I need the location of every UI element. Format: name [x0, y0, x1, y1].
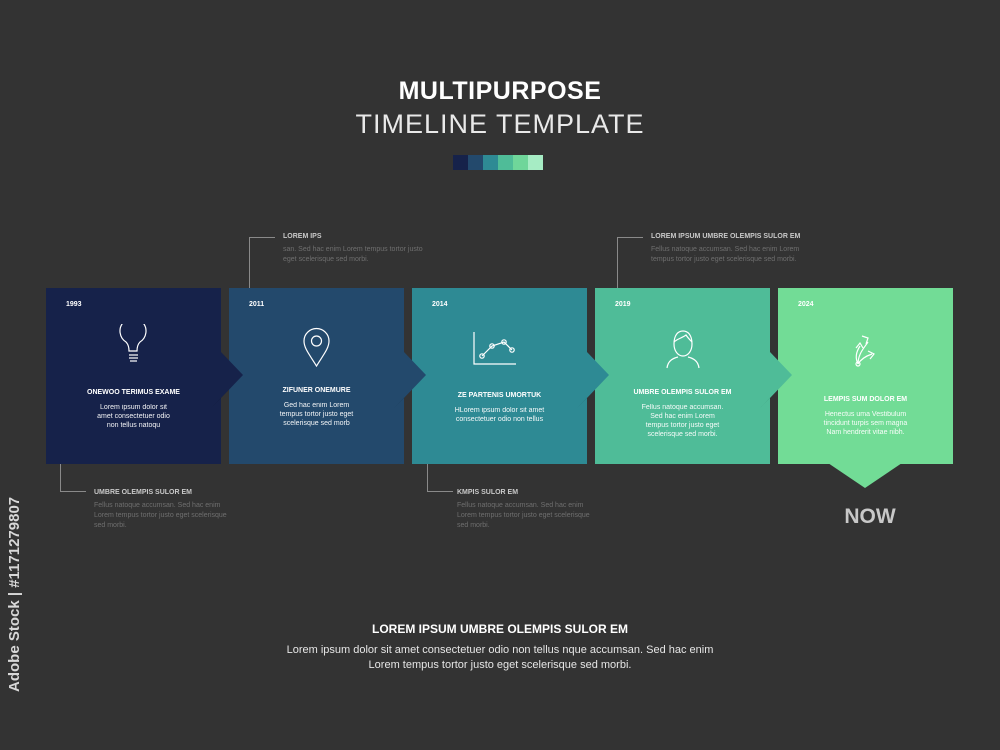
step-body-line: consectetuer odio non tellus: [455, 416, 544, 423]
callout-top-right: LOREM IPSUM UMBRE OLEMPIS SULOR EM Fellu…: [651, 233, 851, 265]
step-body: Fellus natoque accumsan. Sed hac enim Lor…: [620, 403, 745, 439]
callout-body-line: Lorem tempus tortor justo eget scelerisq…: [457, 512, 590, 519]
footer-body: Lorem ipsum dolor sit amet consectetuer …: [286, 644, 714, 671]
step-body: Lorem ipsum dolor sit amet consectetuer o…: [71, 403, 196, 430]
step-arrow: [770, 352, 792, 398]
callout-body-line: Fellus natoque accumsan. Sed hac enim: [457, 502, 584, 509]
step-body-line: Ged hac enim Lorem: [283, 402, 350, 409]
step-body-line: tincidunt turpis sem magna: [823, 420, 908, 427]
callout-body-line: sed morbi.: [457, 522, 490, 529]
callout-line: [249, 237, 250, 289]
callout-line: [60, 491, 86, 492]
step-body-line: Nam hendrerit vitae nibh.: [826, 429, 905, 436]
step-arrow: [221, 352, 243, 398]
color-swatches: [453, 155, 543, 170]
step-body-line: Fellus natoque accumsan.: [641, 404, 724, 411]
step-title: LEMPIS SUM DOLOR EM: [823, 396, 908, 403]
callout-title: LOREM IPS: [283, 233, 322, 240]
step-body-line: tempus tortor justo eget: [279, 411, 354, 418]
step-body-line: Henectus uma Vestibulum: [824, 411, 907, 418]
color-swatch: [468, 155, 483, 170]
step-year: 2014: [432, 301, 448, 308]
step-body-line: Lorem ipsum dolor sit: [100, 404, 167, 411]
callout-body: Fellus natoque accumsan. Sed hac enim Lo…: [94, 501, 274, 531]
lightbulb-icon: [46, 317, 221, 374]
title-line-1: MULTIPURPOSE: [398, 77, 602, 105]
callout-body-line: Fellus natoque accumsan. Sed hac enim: [94, 502, 221, 509]
callout-body-line: san. Sed hac enim Lorem tempus tortor ju…: [283, 246, 423, 253]
step-body: Henectus uma Vestibulum tincidunt turpis …: [803, 410, 928, 437]
step-body-line: tempus tortor justo eget: [645, 422, 720, 429]
step-year: 1993: [66, 301, 82, 308]
step-body: HLorem ipsum dolor sit amet consectetuer …: [437, 406, 562, 424]
now-label: NOW: [844, 505, 896, 528]
title-line-2: TIMELINE TEMPLATE: [355, 109, 645, 139]
callout-title: UMBRE OLEMPIS SULOR EM: [94, 489, 193, 496]
color-swatch: [453, 155, 468, 170]
callout-line: [427, 491, 453, 492]
footer-title: LOREM IPSUM UMBRE OLEMPIS SULOR EM: [371, 622, 628, 636]
callout-body-line: sed morbi.: [94, 522, 127, 529]
line-chart-icon: [412, 324, 587, 374]
callout-title: KMPIS SULOR EM: [457, 489, 519, 496]
step-body-line: HLorem ipsum dolor sit amet: [454, 407, 545, 414]
callout-body-line: eget scelerisque sed morbi.: [283, 256, 369, 263]
callout-line: [617, 237, 643, 238]
step-title: ONEWOO TERIMUS EXAME: [87, 389, 180, 396]
callout-title: LOREM IPSUM UMBRE OLEMPIS SULOR EM: [651, 233, 801, 240]
step-year: 2011: [249, 301, 265, 308]
stock-watermark: Adobe Stock | #1171279807: [6, 496, 23, 692]
callout-bottom-left: UMBRE OLEMPIS SULOR EM Fellus natoque ac…: [94, 489, 274, 531]
step-title: UMBRE OLEMPIS SULOR EM: [633, 389, 732, 396]
step-body-line: non tellus natoqu: [106, 422, 161, 429]
color-swatch: [483, 155, 498, 170]
callout-line: [427, 450, 428, 491]
callout-body: Fellus natoque accumsan. Sed hac enim Lo…: [651, 245, 851, 265]
callout-body-line: tempus tortor justo eget scelerisque sed…: [651, 256, 797, 263]
step-year: 2024: [798, 301, 814, 308]
callout-top-left: LOREM IPS san. Sed hac enim Lorem tempus…: [283, 233, 463, 265]
step-body-line: amet consectetuer odio: [97, 413, 170, 420]
user-icon: [595, 324, 770, 374]
step-body: Ged hac enim Lorem tempus tortor justo eg…: [254, 401, 379, 428]
step-arrow: [404, 352, 426, 398]
callout-bottom-mid: KMPIS SULOR EM Fellus natoque accumsan. …: [457, 489, 637, 531]
callout-line: [249, 237, 275, 238]
color-swatch: [513, 155, 528, 170]
step-body-line: scelerisque sed morb: [283, 420, 350, 427]
step-title: ZIFUNER ONEMURE: [282, 387, 351, 394]
step-title: ZE PARTENIS UMORTUK: [457, 392, 542, 399]
step-arrow: [587, 352, 609, 398]
color-swatch: [498, 155, 513, 170]
step-body-line: scelerisque sed morbi.: [647, 431, 718, 438]
location-pin-icon: [229, 324, 404, 374]
callout-line: [60, 450, 61, 491]
callout-body-line: Fellus natoque accumsan. Sed hac enim Lo…: [651, 246, 800, 253]
callout-body-line: Lorem tempus tortor justo eget scelerisq…: [94, 512, 227, 519]
callout-body: Fellus natoque accumsan. Sed hac enim Lo…: [457, 501, 637, 531]
callout-body: san. Sed hac enim Lorem tempus tortor ju…: [283, 245, 463, 265]
step-body-line: Sed hac enim Lorem: [650, 413, 715, 420]
step-year: 2019: [615, 301, 631, 308]
timeline-step: 2014 ZE PARTENIS UMORTUK HLorem ipsum dolo…: [412, 288, 587, 464]
split-arrows-icon: [778, 324, 953, 374]
step-arrow: [828, 463, 902, 488]
color-swatch: [528, 155, 543, 170]
callout-line: [617, 237, 618, 289]
